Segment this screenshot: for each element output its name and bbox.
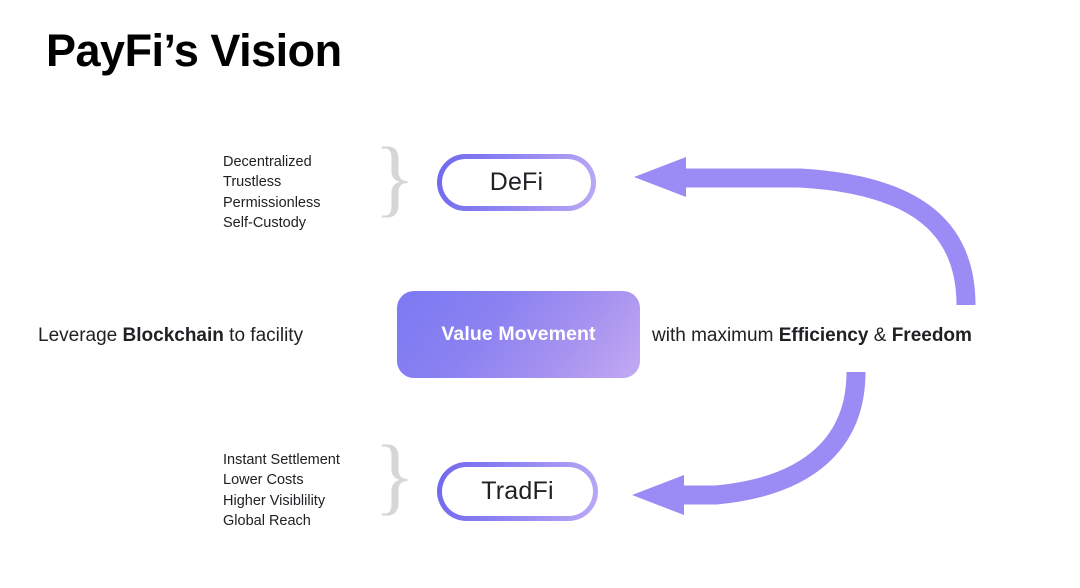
left-sentence-tail: to facility bbox=[223, 325, 304, 346]
list-item: Instant Settlement bbox=[223, 452, 340, 468]
page-title: PayFi’s Vision bbox=[46, 25, 342, 76]
value-movement-label: Value Movement bbox=[441, 323, 596, 345]
tradfi-pill-label: TradFi bbox=[442, 467, 593, 516]
left-sentence-bold: Blockchain bbox=[122, 325, 224, 346]
list-item: Lower Costs bbox=[223, 472, 304, 489]
arrow-to-defi bbox=[634, 157, 976, 306]
defi-pill-label: DeFi bbox=[442, 159, 591, 206]
defi-pill[interactable]: DeFi bbox=[437, 154, 596, 211]
list-item: Self-Custody bbox=[223, 215, 307, 232]
right-sentence: with maximum Efficiency & Freedom bbox=[652, 326, 972, 345]
right-sentence-bold-efficiency: Efficiency bbox=[778, 325, 869, 346]
tradfi-pill[interactable]: TradFi bbox=[437, 462, 598, 521]
left-sentence: Leverage Blockchain to facility bbox=[38, 326, 303, 345]
tradfi-feature-list: Instant Settlement Lower Costs Higher Vi… bbox=[223, 450, 340, 532]
right-sentence-lead: with maximum bbox=[652, 325, 779, 346]
arrow-to-tradfi bbox=[632, 371, 866, 515]
arrowhead-icon bbox=[632, 475, 684, 515]
list-item: Global Reach bbox=[223, 513, 311, 530]
value-movement-box[interactable]: Value Movement bbox=[397, 291, 640, 378]
left-sentence-lead: Leverage bbox=[38, 325, 123, 346]
curly-brace-icon: } bbox=[374, 427, 416, 523]
list-item: Permissionless bbox=[223, 194, 321, 211]
right-sentence-bold-freedom: Freedom bbox=[891, 325, 972, 346]
defi-feature-list: Decentralized Trustless Permissionless S… bbox=[223, 152, 321, 234]
right-sentence-conjunction: & bbox=[868, 325, 892, 346]
list-item: Decentralized bbox=[223, 154, 312, 170]
list-item: Higher Visiblility bbox=[223, 492, 326, 509]
list-item: Trustless bbox=[223, 174, 282, 191]
curly-brace-icon: } bbox=[374, 129, 416, 225]
arrowhead-icon bbox=[634, 157, 686, 197]
